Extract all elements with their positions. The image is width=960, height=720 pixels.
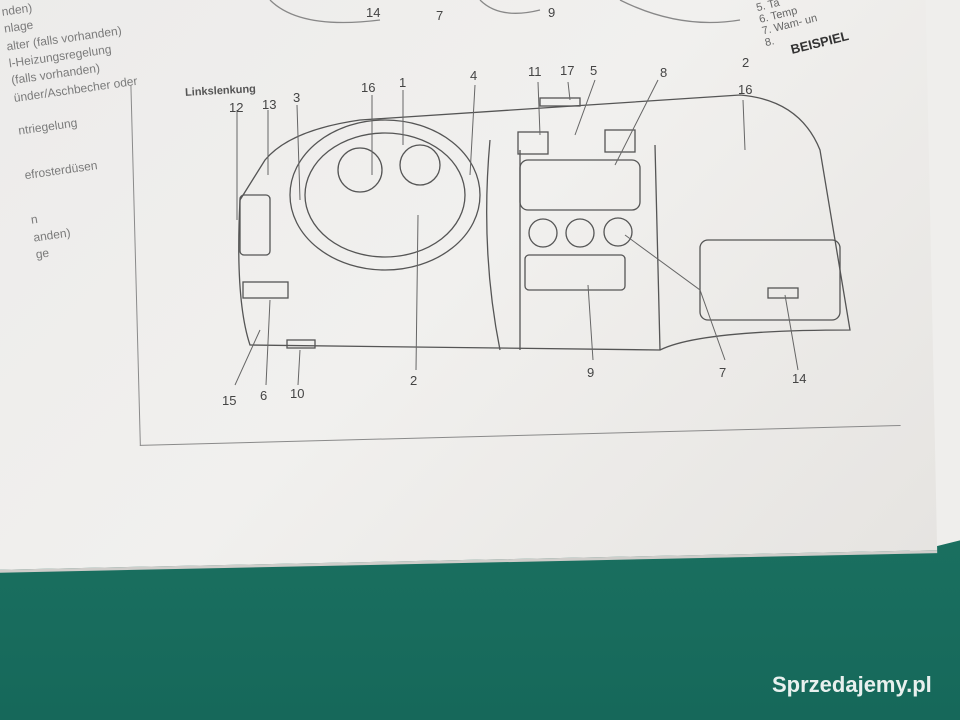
label-9-top: 9 bbox=[548, 5, 556, 20]
label-3: 3 bbox=[293, 90, 301, 105]
label-16: 16 bbox=[361, 80, 376, 95]
label-9: 9 bbox=[587, 365, 595, 380]
label-7: 7 bbox=[719, 365, 727, 380]
label-4: 4 bbox=[470, 68, 478, 83]
label-5: 5 bbox=[590, 63, 598, 78]
label-17: 17 bbox=[560, 63, 575, 78]
label-2: 2 bbox=[410, 373, 418, 388]
label-7-top: 7 bbox=[436, 8, 444, 23]
label-13: 13 bbox=[262, 97, 277, 112]
label-16-right: 16 bbox=[738, 82, 753, 97]
label-10: 10 bbox=[290, 386, 305, 401]
label-14: 14 bbox=[792, 371, 807, 386]
label-1: 1 bbox=[399, 75, 407, 90]
label-8: 8 bbox=[660, 65, 668, 80]
label-14-top: 14 bbox=[366, 5, 381, 20]
label-11: 11 bbox=[528, 64, 542, 79]
watermark-logo: Sprzedajemy.pl bbox=[772, 672, 932, 697]
label-15: 15 bbox=[222, 393, 237, 408]
label-12: 12 bbox=[229, 100, 244, 115]
label-6: 6 bbox=[260, 388, 268, 403]
label-2-top: 2 bbox=[742, 55, 750, 70]
